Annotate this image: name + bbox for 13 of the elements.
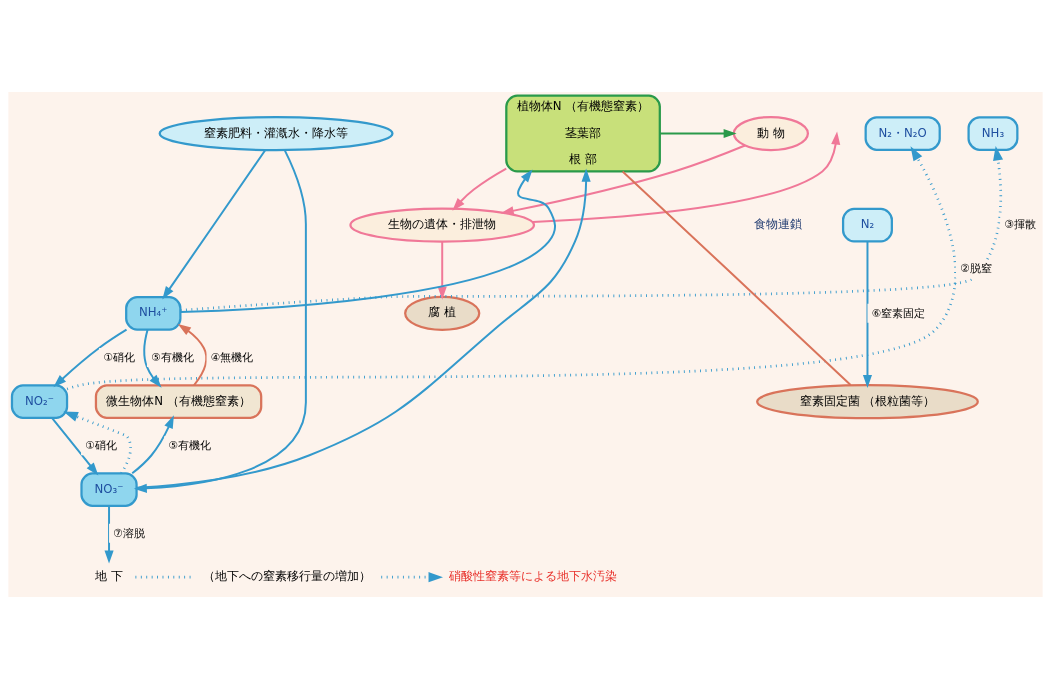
edge-label: ⑥窒素固定 bbox=[871, 306, 926, 320]
node-text: （地下への窒素移行量の増加） bbox=[202, 569, 371, 584]
node-text: 硝酸性窒素等による地下水汚染 bbox=[449, 569, 618, 584]
edge-label: ②脱窒 bbox=[960, 262, 992, 276]
edge-label: ①硝化 bbox=[85, 439, 117, 453]
edge-label: ⑤有機化 bbox=[151, 350, 194, 364]
edge-label: ⑤有機化 bbox=[168, 439, 211, 453]
label: 食物連鎖 bbox=[754, 217, 803, 232]
edge-label: ③揮散 bbox=[1004, 218, 1036, 232]
node-text: 地 下 bbox=[95, 569, 123, 584]
edge-label: ⑦溶脱 bbox=[113, 526, 145, 540]
edge-label: ①硝化 bbox=[103, 350, 135, 364]
edge-label: ④無機化 bbox=[210, 350, 254, 364]
